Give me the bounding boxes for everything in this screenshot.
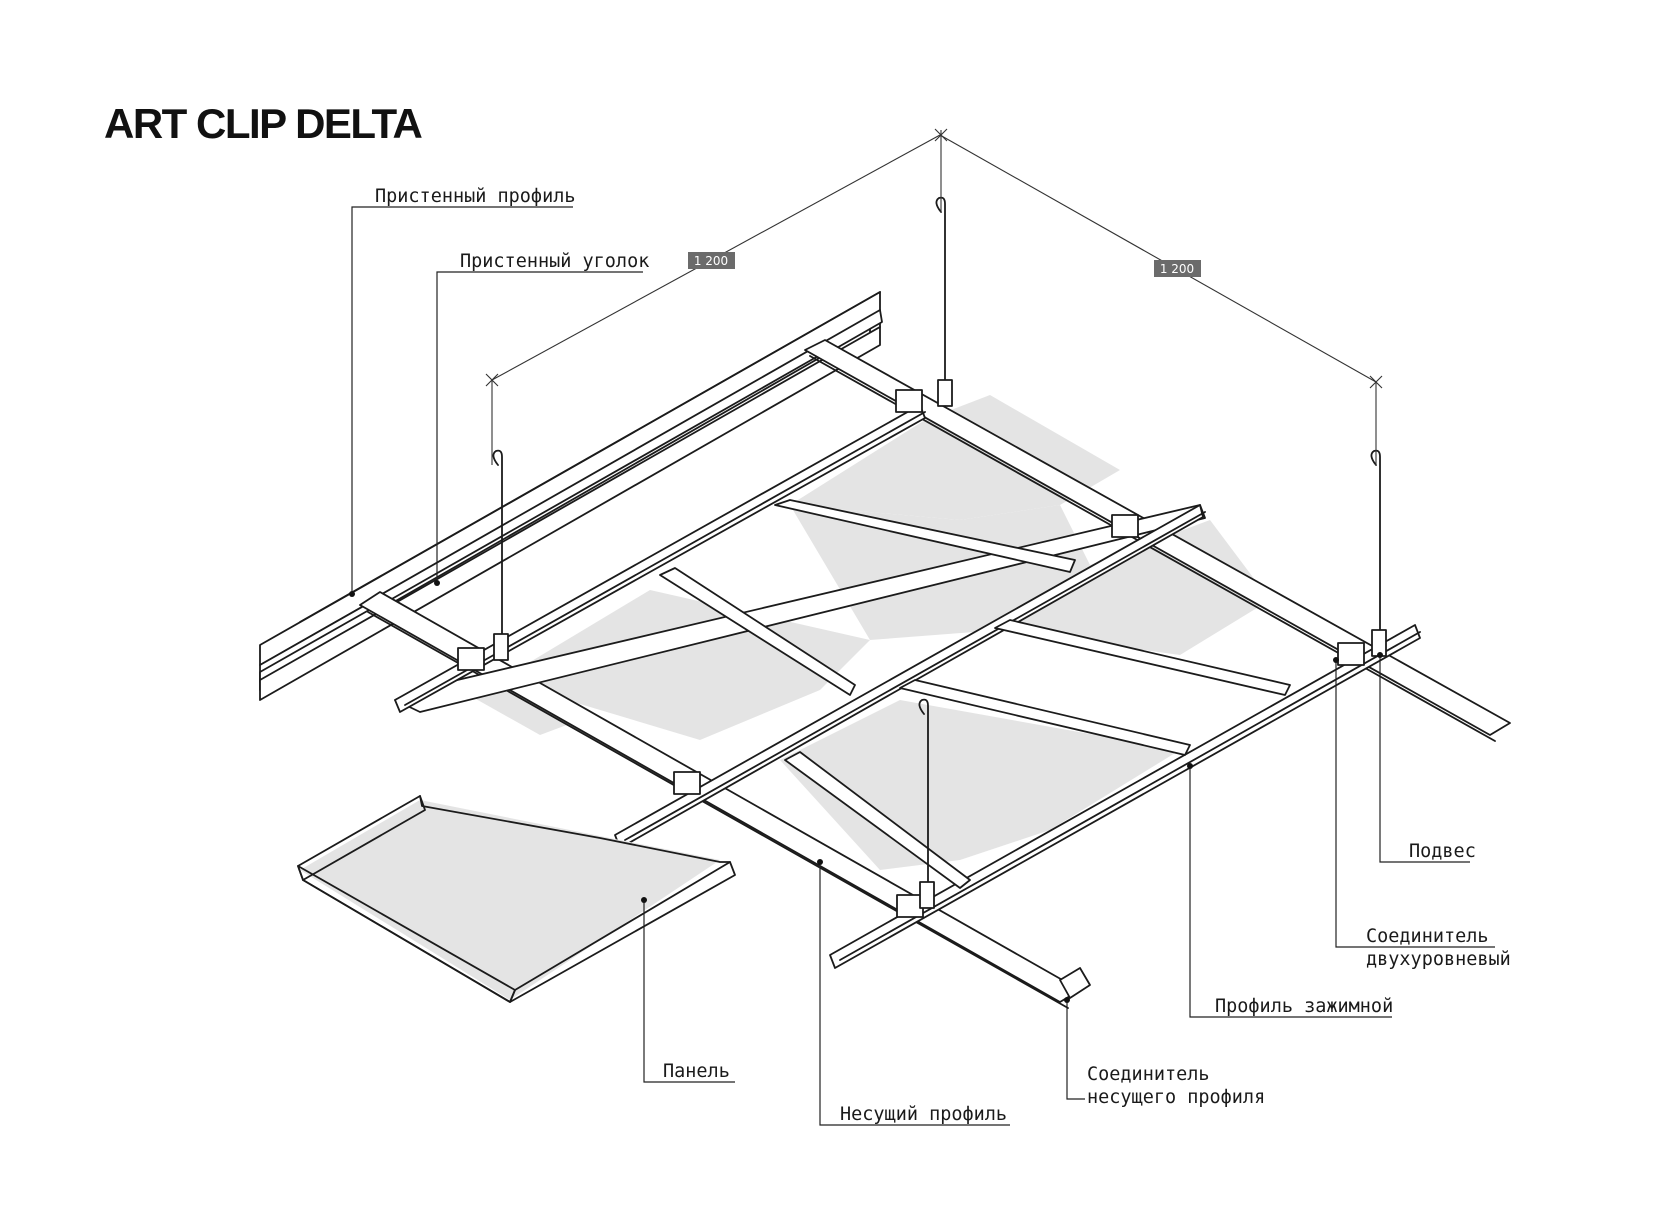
label-clamp-profile: Профиль зажимной	[1215, 996, 1393, 1017]
dimension-right-text: 1 200	[1160, 262, 1194, 276]
dimension-badge-right: 1 200	[1154, 260, 1201, 277]
wall-angle	[374, 309, 883, 611]
dimension-left-text: 1 200	[694, 254, 728, 268]
leader-lines	[349, 206, 1495, 1126]
label-panel: Панель	[663, 1061, 730, 1082]
dimension-badge-left: 1 200	[688, 252, 735, 269]
connectors	[457, 389, 1365, 999]
label-carrier-profile: Несущий профиль	[840, 1104, 1007, 1125]
label-two-level-connector-line1: Соединитель	[1366, 926, 1489, 947]
label-carrier-connector-line1: Соединитель	[1087, 1064, 1210, 1085]
diagram-title: ART CLIP DELTA	[104, 100, 423, 147]
panel-ribs	[659, 499, 1291, 889]
label-hanger: Подвес	[1409, 841, 1476, 862]
hangers	[492, 196, 1387, 909]
loose-panel	[297, 795, 736, 1003]
label-wall-angle: Пристенный уголок	[460, 251, 649, 272]
label-carrier-connector-line2: несущего профиля	[1087, 1087, 1265, 1108]
label-wall-profile: Пристенный профиль	[375, 186, 575, 207]
label-two-level-connector-line2: двухуровневый	[1366, 949, 1511, 970]
